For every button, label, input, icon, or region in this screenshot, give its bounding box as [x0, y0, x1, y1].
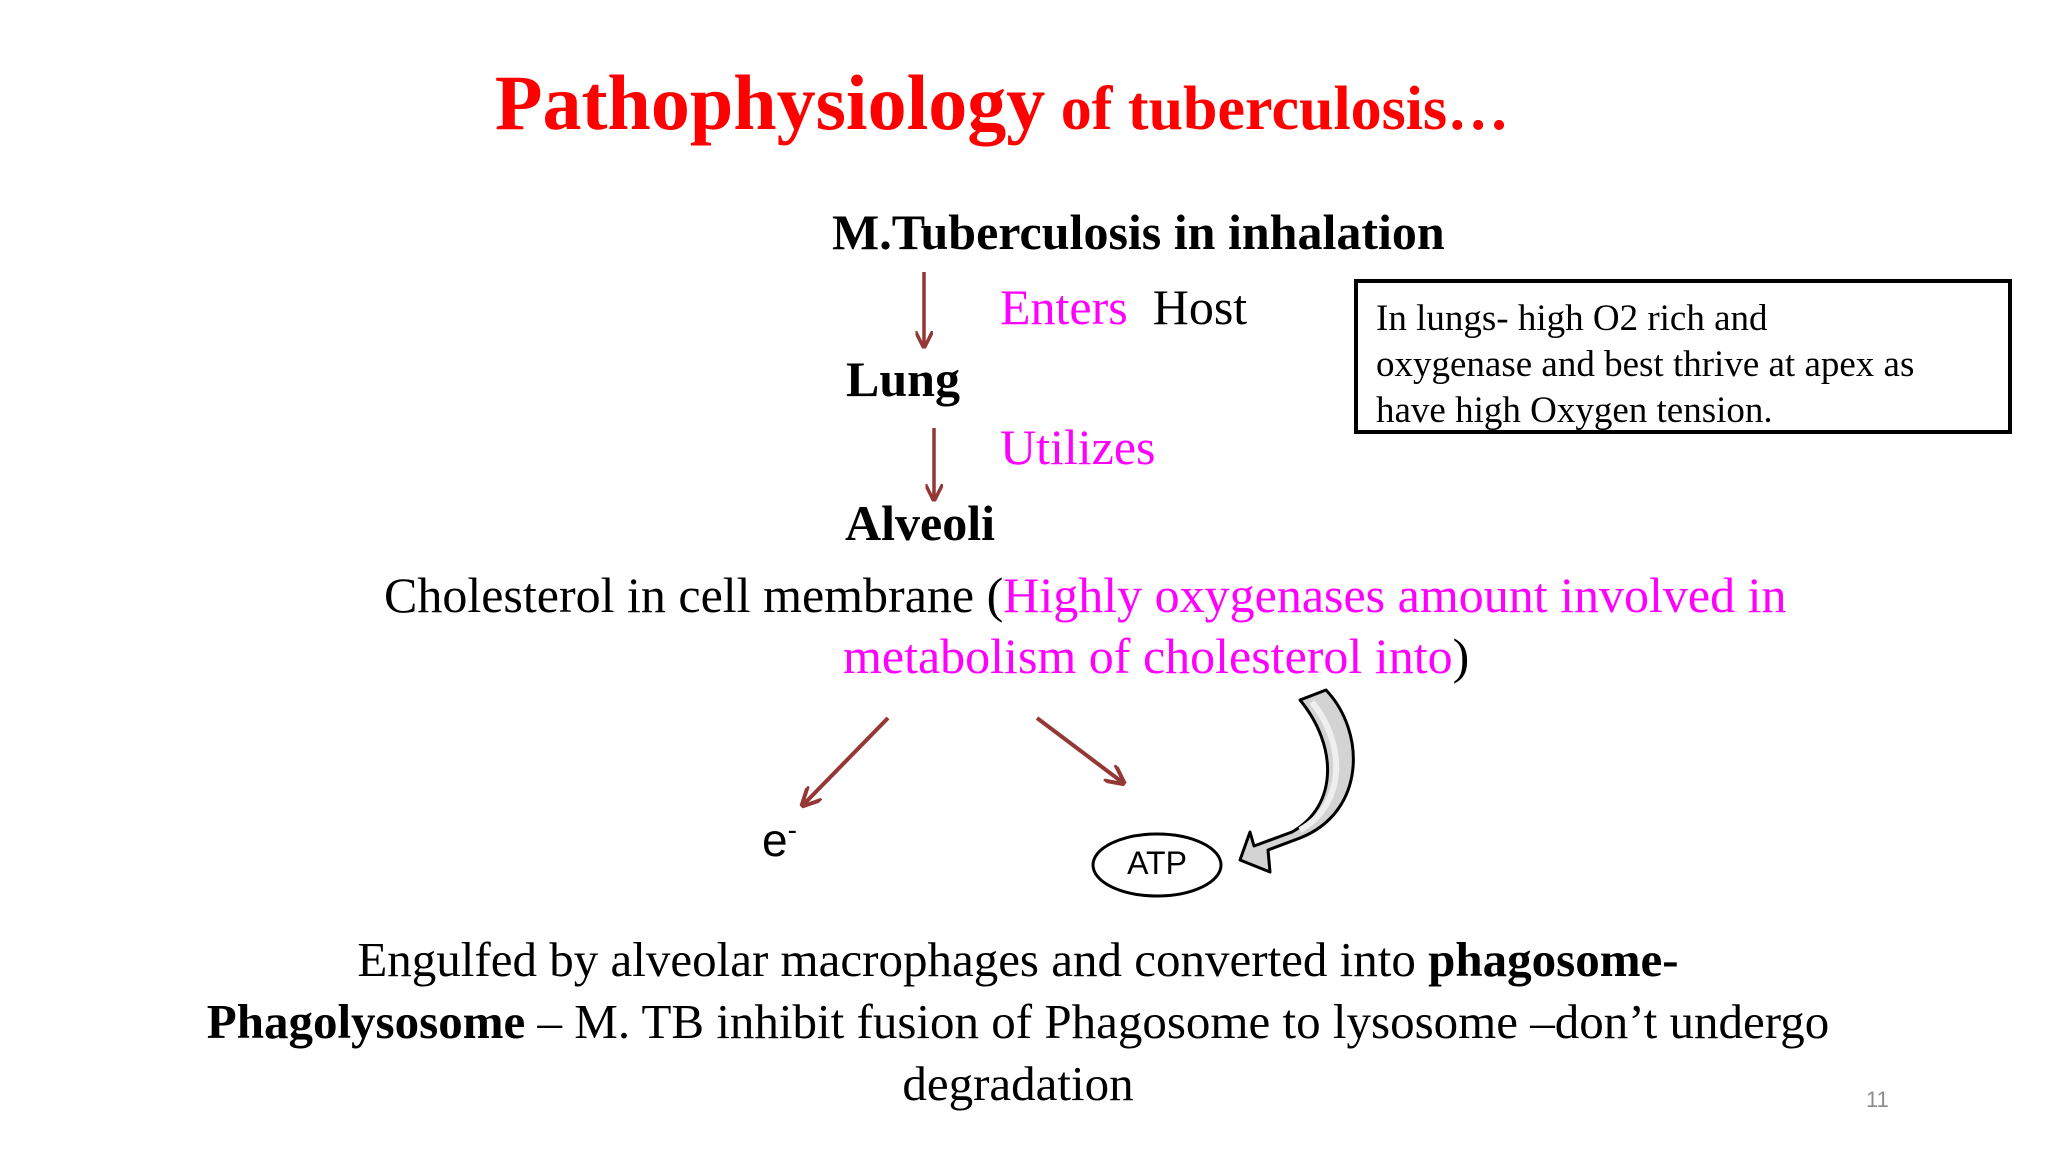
curved-arrow-to-atp — [1238, 688, 1355, 874]
page-number: 11 — [1866, 1087, 1889, 1112]
arrow-label-utilizes: Utilizes — [1000, 419, 1156, 475]
host-word: Host — [1152, 279, 1248, 335]
bottom-line-1: Engulfed by alveolar macrophages and con… — [0, 929, 2048, 991]
slide-title: Pathophysiology of tuberculosis… — [0, 58, 2048, 148]
metabolism-highlight: metabolism of cholesterol into — [843, 628, 1453, 684]
oxygenases-highlight: Highly oxygenases amount involved in — [1003, 567, 1787, 623]
electron-base: e — [762, 814, 788, 866]
cholesterol-line-2: metabolism of cholesterol into) — [843, 627, 1469, 685]
atp-label: ATP — [1127, 845, 1187, 881]
electron-label: e- — [762, 813, 797, 867]
flow-step-inhalation: M.Tuberculosis in inhalation — [832, 204, 1445, 260]
arrow-to-electron — [804, 716, 890, 804]
cholesterol-prefix: Cholesterol in cell membrane ( — [384, 567, 1004, 623]
electron-charge: - — [787, 814, 797, 846]
bottom-line-2-plain: – M. TB inhibit fusion of Phagosome to l… — [525, 994, 1830, 1049]
arrow-to-atp — [1035, 716, 1122, 782]
curved-arrow-highlight — [1298, 700, 1340, 833]
bottom-line-3: degradation — [902, 1056, 1134, 1111]
flow-step-lung: Lung — [846, 351, 960, 407]
bottom-line-1-plain: Engulfed by alveolar macrophages and con… — [357, 932, 1429, 987]
cholesterol-line-1: Cholesterol in cell membrane (Highly oxy… — [384, 566, 1786, 624]
title-part-1: Pathophysiology — [494, 59, 1046, 146]
enters-word: Enters — [1000, 279, 1128, 335]
note-line-1: In lungs- high O2 rich and — [1376, 298, 1768, 339]
note-line-2: oxygenase and best thrive at apex as — [1376, 344, 1915, 385]
bottom-line-2: Phagolysosome – M. TB inhibit fusion of … — [0, 991, 2048, 1053]
flow-step-alveoli: Alveoli — [845, 495, 995, 551]
note-line-3: have high Oxygen tension. — [1376, 390, 1773, 431]
arrow-label-enters: Enters Host — [1000, 278, 1247, 336]
cholesterol-suffix: ) — [1452, 628, 1470, 684]
bottom-line-2-bold: Phagolysosome — [206, 994, 526, 1049]
atp-ellipse — [1091, 832, 1223, 898]
title-part-2: of tuberculosis… — [1045, 75, 1510, 143]
bottom-line-1-bold: phagosome- — [1428, 932, 1679, 987]
oxygen-note-box: In lungs- high O2 rich and oxygenase and… — [1354, 279, 2012, 434]
